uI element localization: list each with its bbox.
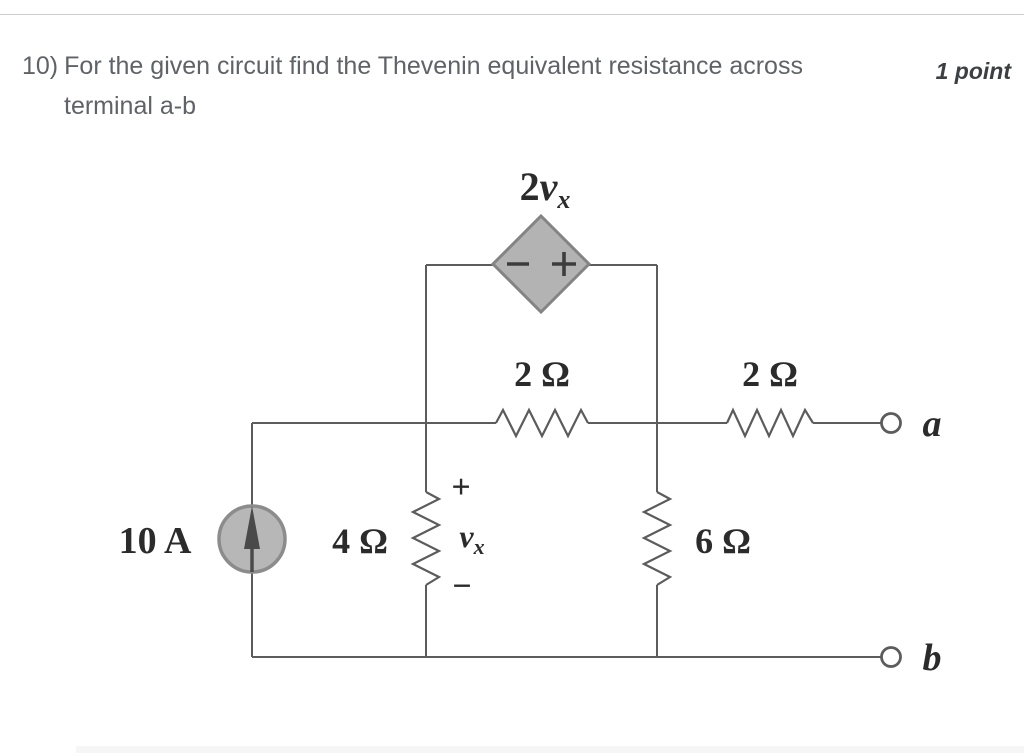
dependent-source-diamond	[490, 213, 592, 315]
current-source-symbol	[217, 504, 287, 574]
resistor-2ohm-left-label: 2 Ω	[514, 354, 570, 394]
dependent-source-label: 2vx	[520, 164, 571, 214]
vx-label: vx	[459, 518, 484, 559]
dep-source-subscript: x	[556, 185, 570, 214]
question-line-2: terminal a-b	[64, 92, 196, 120]
vx-variable: v	[459, 518, 474, 554]
resistor-2ohm-right-label: 2 Ω	[742, 354, 798, 394]
dependent-source-polarity	[507, 252, 576, 276]
terminal-b-node	[880, 646, 902, 668]
resistor-2ohm-left-symbol	[495, 407, 589, 439]
up-arrow-icon	[244, 506, 260, 549]
vx-subscript: x	[473, 534, 485, 559]
terminal-a-node	[880, 412, 902, 434]
dependent-source-symbol	[490, 213, 592, 315]
resistor-4ohm-symbol	[410, 491, 442, 586]
wires	[251, 264, 882, 658]
top-divider	[0, 14, 1024, 15]
question-number: 10)	[22, 52, 59, 80]
vx-minus-sign: −	[452, 568, 471, 605]
current-source-label: 10 A	[119, 520, 192, 562]
resistor-6ohm-symbol	[641, 491, 673, 586]
question-line-1: 10)For the given circuit find the Theven…	[22, 46, 902, 86]
resistor-6ohm-label: 6 Ω	[695, 521, 751, 561]
resistor-2ohm-right-symbol	[726, 407, 814, 439]
terminal-b-label: b	[923, 637, 942, 679]
question-block: 10)For the given circuit find the Theven…	[22, 46, 902, 126]
vx-plus-sign: +	[451, 469, 470, 506]
points-label: 1 point	[935, 58, 1011, 84]
next-section-edge	[76, 746, 1024, 753]
dep-source-coefficient: 2	[520, 164, 540, 209]
dep-source-variable: v	[540, 164, 559, 209]
resistor-4ohm-label: 4 Ω	[332, 521, 388, 561]
question-text: For the given circuit find the Thevenin …	[64, 52, 803, 80]
terminal-a-label: a	[923, 403, 942, 445]
